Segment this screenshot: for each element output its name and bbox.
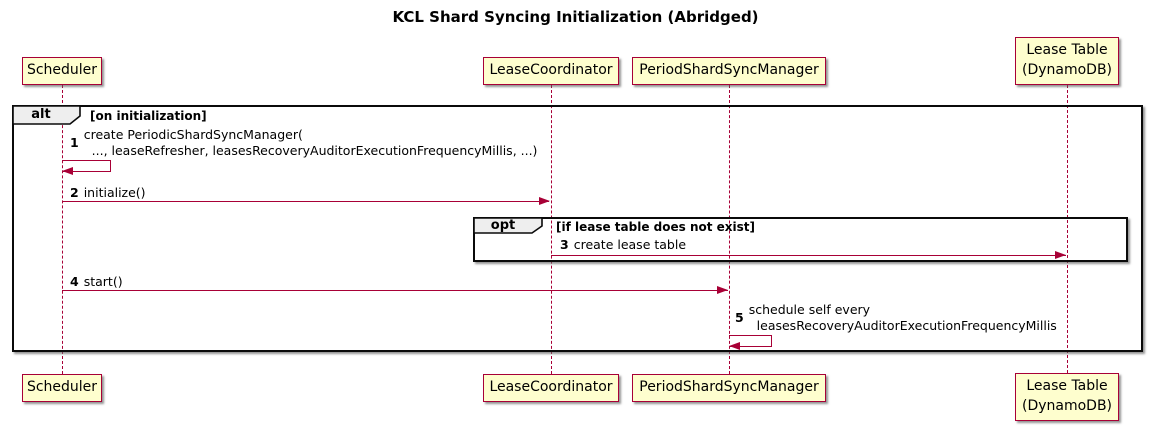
participant-label: Lease Table (DynamoDB)	[1021, 42, 1113, 78]
message-5-label: 5 schedule self every leasesRecoveryAudi…	[735, 302, 1057, 334]
alt-frame	[12, 105, 1143, 352]
participant-bottom-leasetable: Lease Table (DynamoDB)	[1015, 373, 1119, 421]
lifeline-scheduler	[62, 85, 63, 374]
participant-top-periodshardsyncmanager: PeriodShardSyncManager	[632, 57, 826, 85]
opt-frame-label-pentagon	[473, 217, 543, 234]
participant-top-leasetable: Lease Table (DynamoDB)	[1015, 37, 1119, 85]
alt-frame-label-pentagon	[12, 105, 81, 125]
message-3-arrow-line	[551, 255, 1066, 256]
alt-operator: alt	[31, 107, 51, 122]
participant-label: PeriodShardSyncManager	[639, 62, 819, 79]
opt-operator: opt	[490, 218, 516, 233]
message-5-text: schedule self every leasesRecoveryAudito…	[748, 302, 1057, 333]
message-2-seq: 2	[70, 185, 79, 200]
alt-guard: [on initialization]	[90, 109, 207, 123]
message-4-seq: 4	[70, 274, 79, 289]
message-3-seq: 3	[560, 237, 569, 252]
message-1-self-arrow-top	[62, 160, 110, 161]
participant-label: Lease Table (DynamoDB)	[1021, 378, 1113, 414]
participant-label: LeaseCoordinator	[489, 379, 613, 396]
message-5-seq: 5	[735, 310, 744, 325]
participant-bottom-scheduler: Scheduler	[22, 374, 102, 402]
participant-bottom-periodshardsyncmanager: PeriodShardSyncManager	[632, 374, 826, 402]
message-5-self-arrow-side	[771, 335, 772, 347]
message-1-text: create PeriodicShardSyncManager( ..., le…	[83, 127, 538, 158]
message-5-self-arrow-top	[729, 335, 771, 336]
opt-frame	[473, 217, 1128, 262]
message-1-seq: 1	[70, 135, 79, 150]
message-1-arrowhead	[62, 167, 73, 175]
opt-guard: [if lease table does not exist]	[556, 220, 756, 234]
message-3-label: 3 create lease table	[560, 237, 686, 253]
message-1-label: 1 create PeriodicShardSyncManager( ..., …	[70, 127, 537, 159]
message-2-text: initialize()	[83, 185, 146, 200]
participant-bottom-leasecoordinator: LeaseCoordinator	[483, 374, 619, 402]
lifeline-periodshardsyncmanager	[729, 85, 730, 374]
message-1-self-arrow-bottom	[63, 171, 110, 172]
participant-label: Scheduler	[26, 62, 98, 79]
message-5-arrowhead	[729, 342, 740, 350]
message-4-arrowhead	[717, 286, 728, 294]
message-5-self-arrow-bottom	[730, 346, 771, 347]
message-4-arrow-line	[62, 290, 728, 291]
message-2-arrowhead	[539, 197, 550, 205]
participant-label: PeriodShardSyncManager	[639, 379, 819, 396]
participant-label: Scheduler	[26, 379, 98, 396]
lifeline-leasetable	[1067, 85, 1068, 373]
message-2-arrow-line	[62, 201, 549, 202]
message-2-label: 2 initialize()	[70, 185, 146, 201]
participant-top-scheduler: Scheduler	[22, 57, 102, 85]
message-4-text: start()	[83, 274, 123, 289]
message-1-self-arrow-side	[110, 160, 111, 172]
message-3-text: create lease table	[573, 237, 687, 252]
participant-top-leasecoordinator: LeaseCoordinator	[483, 57, 619, 85]
message-3-arrowhead	[1055, 251, 1066, 259]
participant-label: LeaseCoordinator	[489, 62, 613, 79]
diagram-title: KCL Shard Syncing Initialization (Abridg…	[392, 8, 759, 26]
message-4-label: 4 start()	[70, 274, 123, 290]
lifeline-leasecoordinator	[551, 85, 552, 374]
